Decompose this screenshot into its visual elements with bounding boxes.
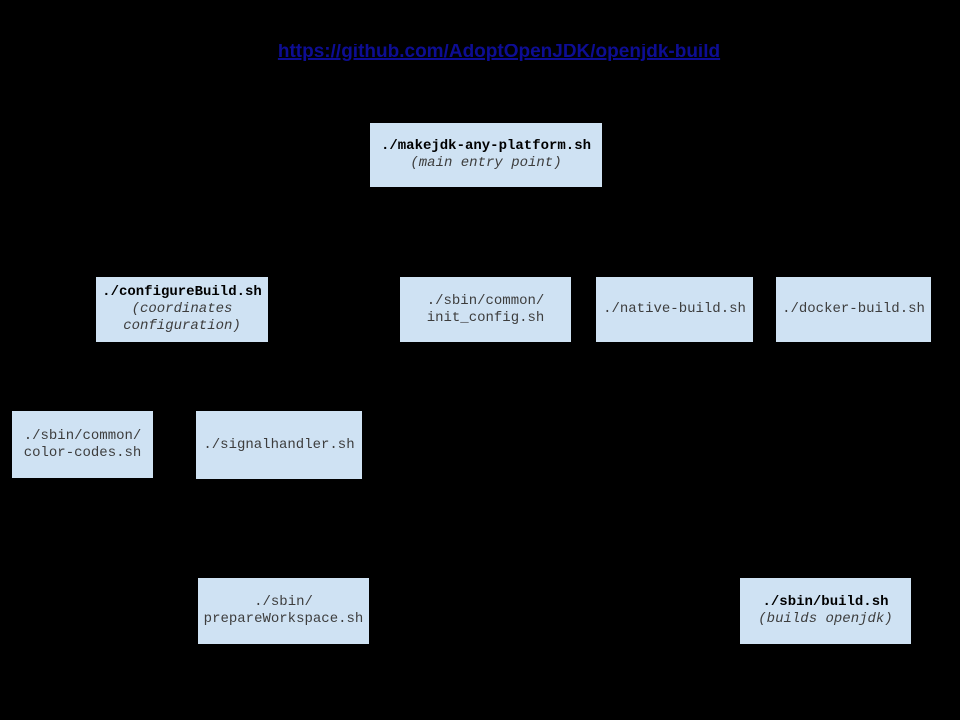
- node-label: ./sbin/: [254, 594, 313, 610]
- node-label: prepareWorkspace.sh: [203, 611, 364, 627]
- node-title: ./configureBuild.sh: [102, 284, 262, 300]
- repo-link[interactable]: https://github.com/AdoptOpenJDK/openjdk-…: [277, 44, 721, 62]
- node-prepare-workspace-sh: ./sbin/ prepareWorkspace.sh: [198, 578, 369, 644]
- node-subtitle: (builds openjdk): [758, 611, 893, 627]
- node-label: color-codes.sh: [23, 444, 142, 461]
- node-label: ./sbin/common/: [426, 292, 545, 309]
- node-title: ./sbin/build.sh: [762, 594, 889, 610]
- node-title: ./makejdk-any-platform.sh: [380, 138, 592, 154]
- node-signalhandler-sh: ./signalhandler.sh: [196, 411, 362, 479]
- node-subtitle: (coordinates: [131, 301, 233, 317]
- node-label: ./signalhandler.sh: [203, 436, 355, 453]
- node-docker-build-sh: ./docker-build.sh: [776, 277, 931, 342]
- node-label: ./docker-build.sh: [782, 301, 925, 317]
- node-subtitle: (main entry point): [410, 155, 562, 171]
- node-sbin-build-sh: ./sbin/build.sh (builds openjdk): [740, 578, 911, 644]
- node-label: ./native-build.sh: [603, 301, 746, 317]
- node-subtitle: configuration): [123, 318, 241, 334]
- node-native-build-sh: ./native-build.sh: [596, 277, 753, 342]
- node-init-config-sh: ./sbin/common/ init_config.sh: [400, 277, 571, 342]
- node-label: init_config.sh: [426, 309, 545, 326]
- node-color-codes-sh: ./sbin/common/ color-codes.sh: [12, 411, 153, 478]
- node-label: ./sbin/common/: [23, 427, 142, 444]
- node-configure-build-sh: ./configureBuild.sh (coordinates configu…: [96, 277, 268, 342]
- header-link-row: https://github.com/AdoptOpenJDK/openjdk-…: [38, 44, 960, 64]
- node-makejdk-any-platform-sh: ./makejdk-any-platform.sh (main entry po…: [370, 123, 602, 187]
